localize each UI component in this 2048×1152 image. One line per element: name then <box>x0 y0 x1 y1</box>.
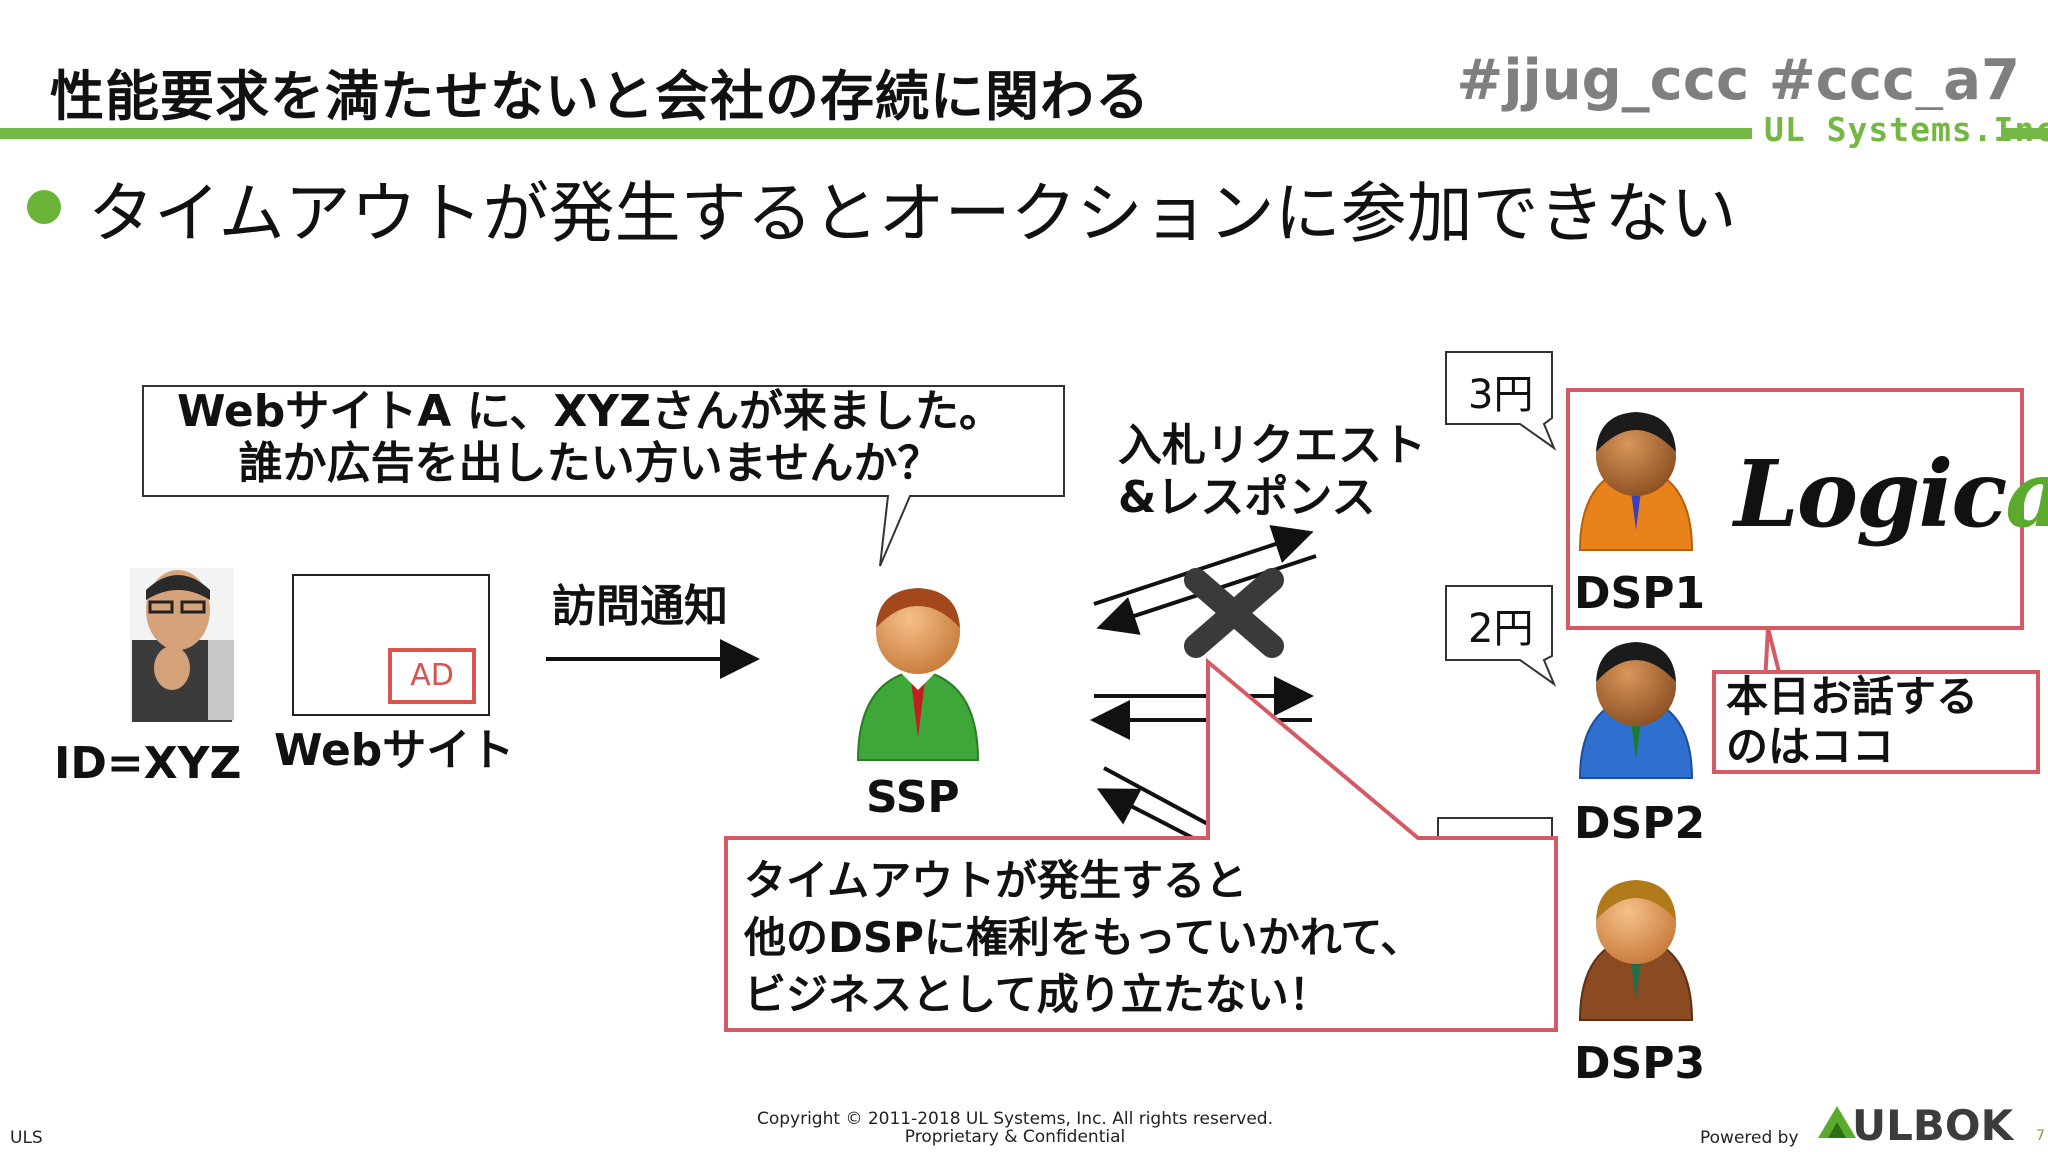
footer-copyright-line-2: Proprietary & Confidential <box>904 1126 1126 1147</box>
timeout-callout <box>724 657 1558 1032</box>
speech-line-2: 誰か広告を出したい方いませんか？ <box>238 437 942 489</box>
logicad-logo-green: ad <box>2005 440 2048 548</box>
footer-powered-by: Powered by <box>1700 1128 1799 1148</box>
bid-request-line-2: &レスポンス <box>1118 471 1376 523</box>
today-topic-text: 本日お話する のはココ <box>1726 672 1978 771</box>
ssp-person-icon <box>856 588 980 761</box>
dsp1-price: 3円 <box>1468 372 1534 418</box>
dsp2-label: DSP2 <box>1574 798 1706 849</box>
website-label: Webサイト <box>274 725 515 776</box>
timeout-line-2: 他のDSPに権利をもっていかれて、 <box>744 913 1423 963</box>
logicad-logo: Logicad <box>1734 440 2048 548</box>
today-topic-line-2: のはココ <box>1726 721 1895 771</box>
price-bubble-dsp1 <box>1445 351 1557 451</box>
header-rule <box>0 128 2048 139</box>
footer-copyright: Copyright © 2011-2018 UL Systems, Inc. A… <box>750 1109 1280 1147</box>
today-topic-line-1: 本日お話する <box>1726 672 1979 721</box>
footer-copyright-line-1: Copyright © 2011-2018 UL Systems, Inc. A… <box>756 1109 1274 1129</box>
hashtag-label: #jjug_ccc #ccc_a7 <box>1456 48 2020 113</box>
timeout-line-3: ビジネスとして成り立たない！ <box>744 970 1331 1020</box>
footer-company-short: ULS <box>10 1128 43 1148</box>
bid-request-line-1: 入札リクエスト <box>1118 420 1426 471</box>
timeout-callout-text: タイムアウトが発生すると 他のDSPに権利をもっていかれて、 ビジネスとして成り… <box>744 852 1422 1023</box>
logicad-logo-dark: Logic <box>1734 440 2007 548</box>
speech-bubble-text: WebサイトA に、XYZさんが来ました。 誰か広告を出したい方いませんか？ <box>150 386 1030 490</box>
slide-title: 性能要求を満たせないと会社の存続に関わる <box>50 65 1150 128</box>
dsp3-label: DSP3 <box>1574 1038 1706 1089</box>
dsp1-label: DSP1 <box>1574 568 1706 619</box>
ssp-label: SSP <box>866 772 960 823</box>
price-bubble-dsp2 <box>1445 585 1557 687</box>
ad-slot: AD <box>388 648 476 704</box>
timeout-cross <box>1184 568 1284 658</box>
bullet-dot <box>27 190 61 224</box>
visit-notice-label: 訪問通知 <box>552 581 728 632</box>
bullet-text: タイムアウトが発生するとオークションに参加できない <box>88 175 1737 252</box>
company-logo: UL Systems.Inc. <box>1764 110 2048 149</box>
ulbok-mountain-icon <box>1818 1106 1856 1138</box>
user-photo <box>130 568 234 722</box>
speech-line-1: WebサイトA に、XYZさんが来ました。 <box>176 386 1004 437</box>
bid-request-label: 入札リクエスト &レスポンス <box>1118 420 1426 524</box>
today-topic-box <box>1712 670 2040 774</box>
user-id-label: ID=XYZ <box>54 738 242 789</box>
ulbok-logo-text: ULBOK <box>1852 1101 2014 1150</box>
timeout-line-1: タイムアウトが発生すると <box>744 856 1248 905</box>
dsp2-person-icon <box>1578 642 1694 779</box>
dsp2-price: 2円 <box>1468 606 1534 652</box>
page-number: 7 <box>2036 1128 2045 1144</box>
company-logo-box <box>1752 110 2004 152</box>
dsp1-person-icon <box>1578 412 1694 551</box>
dsp3-person-icon <box>1578 880 1694 1021</box>
speech-bubble <box>142 385 1065 567</box>
